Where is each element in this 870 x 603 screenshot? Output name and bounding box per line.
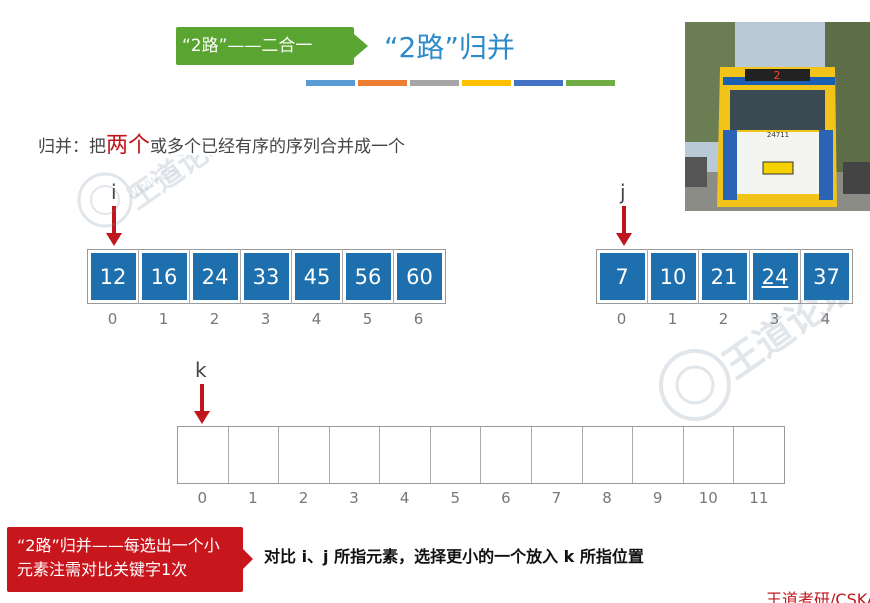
index-label: 1 [158,310,169,328]
index-label: 2 [718,310,729,328]
watermark-logo-icon: 王道论坛 [77,155,235,228]
definition-prefix: 归并：把 [38,137,106,157]
index-label: 0 [616,310,627,328]
pointer-i-label: i [111,180,117,204]
left-array-indices: 0 1 2 3 4 5 6 [87,310,444,328]
array-cell: 60 [394,249,445,304]
index-label: 6 [413,310,424,328]
index-label: 5 [450,489,461,507]
right-array: 7 10 21 24 37 [596,249,853,304]
result-array-indices: 0 1 2 3 4 5 6 7 8 9 10 11 [177,489,784,507]
pointer-j-label: j [620,180,626,204]
result-cell [583,427,634,483]
color-bar [358,80,407,86]
index-label: 11 [749,489,769,507]
array-cell: 16 [139,249,190,304]
index-label: 4 [399,489,410,507]
cell-value: 7 [599,253,645,300]
cell-value: 24 [752,253,798,300]
bus-plate: 24711 [767,131,789,139]
index-label: 2 [209,310,220,328]
result-cell [431,427,482,483]
index-label: 3 [349,489,359,507]
array-cell: 12 [88,249,139,304]
right-array-indices: 0 1 2 3 4 [596,310,851,328]
index-label: 6 [501,489,511,507]
cell-value: 45 [294,253,340,300]
color-bar-strip [306,80,615,86]
color-bar [410,80,459,86]
cell-value: 24 [192,253,238,300]
array-cell: 33 [241,249,292,304]
index-label: 9 [652,489,663,507]
array-cell: 24 [750,249,801,304]
color-bar [462,80,511,86]
definition-text: 归并：把两个或多个已经有序的序列合并成一个 [38,127,405,159]
bus-photo: 2 24711 [685,22,870,211]
page-title: “2路”归并 [384,31,515,64]
array-cell: 24 [190,249,241,304]
index-label: 2 [298,489,309,507]
index-label: 3 [260,310,271,328]
array-cell: 56 [343,249,394,304]
pointer-k-label: k [195,358,207,382]
index-label: 7 [551,489,562,507]
pointer-j-arrow [616,206,632,246]
footer-brand: 王道考研/CSKAOYAN.COM [766,590,870,603]
array-cell: 10 [648,249,699,304]
cell-value: 60 [397,253,442,300]
section-tag: “2路”——二合一 [176,27,368,65]
result-cell [734,427,784,483]
result-cell [633,427,684,483]
result-cell [229,427,280,483]
index-label: 0 [107,310,118,328]
cell-value: 16 [141,253,187,300]
index-label: 3 [769,310,780,328]
cell-value: 33 [243,253,289,300]
result-array [177,426,785,484]
watermark-logo-text: 王道论坛 [122,155,235,217]
pointer-k-arrow [194,384,210,424]
index-label: 0 [197,489,208,507]
array-cell: 7 [597,249,648,304]
cell-value: 12 [90,253,136,300]
index-label: 4 [820,310,831,328]
cell-value: 21 [701,253,747,300]
compare-instruction: 对比 i、j 所指元素，选择更小的一个放入 k 所指位置 [264,547,644,566]
bus-route-number: 2 [774,69,781,82]
definition-suffix: 或多个已经有序的序列合并成一个 [150,137,406,157]
result-cell [684,427,735,483]
definition-highlight: 两个 [106,133,151,158]
cell-value-text: 24 [761,264,789,289]
color-bar [514,80,563,86]
index-label: 10 [698,489,718,507]
result-cell [178,427,229,483]
watermark-url-text: WWW.CSKAOYAN.COM [130,170,248,203]
result-cell [330,427,381,483]
result-cell [279,427,330,483]
result-cell [532,427,583,483]
pointer-i-arrow [106,206,122,246]
merge-cost-note: “2路”归并——每选出一个小元素注需对比关键字1次 [7,527,253,592]
result-cell [481,427,533,483]
cell-value: 37 [804,253,849,300]
index-label: 1 [667,310,678,328]
index-label: 8 [602,489,612,507]
index-label: 1 [248,489,258,507]
left-array: 12 16 24 33 45 56 60 [87,249,446,304]
result-cell [380,427,431,483]
array-cell: 45 [292,249,343,304]
array-cell: 37 [801,249,852,304]
watermark-url: WWW.CSKAOYAN.COM [130,170,248,203]
cell-value: 56 [345,253,391,300]
color-bar [566,80,615,86]
index-label: 5 [362,310,373,328]
cell-value: 10 [650,253,696,300]
index-label: 4 [311,310,322,328]
array-cell: 21 [699,249,750,304]
color-bar [306,80,355,86]
